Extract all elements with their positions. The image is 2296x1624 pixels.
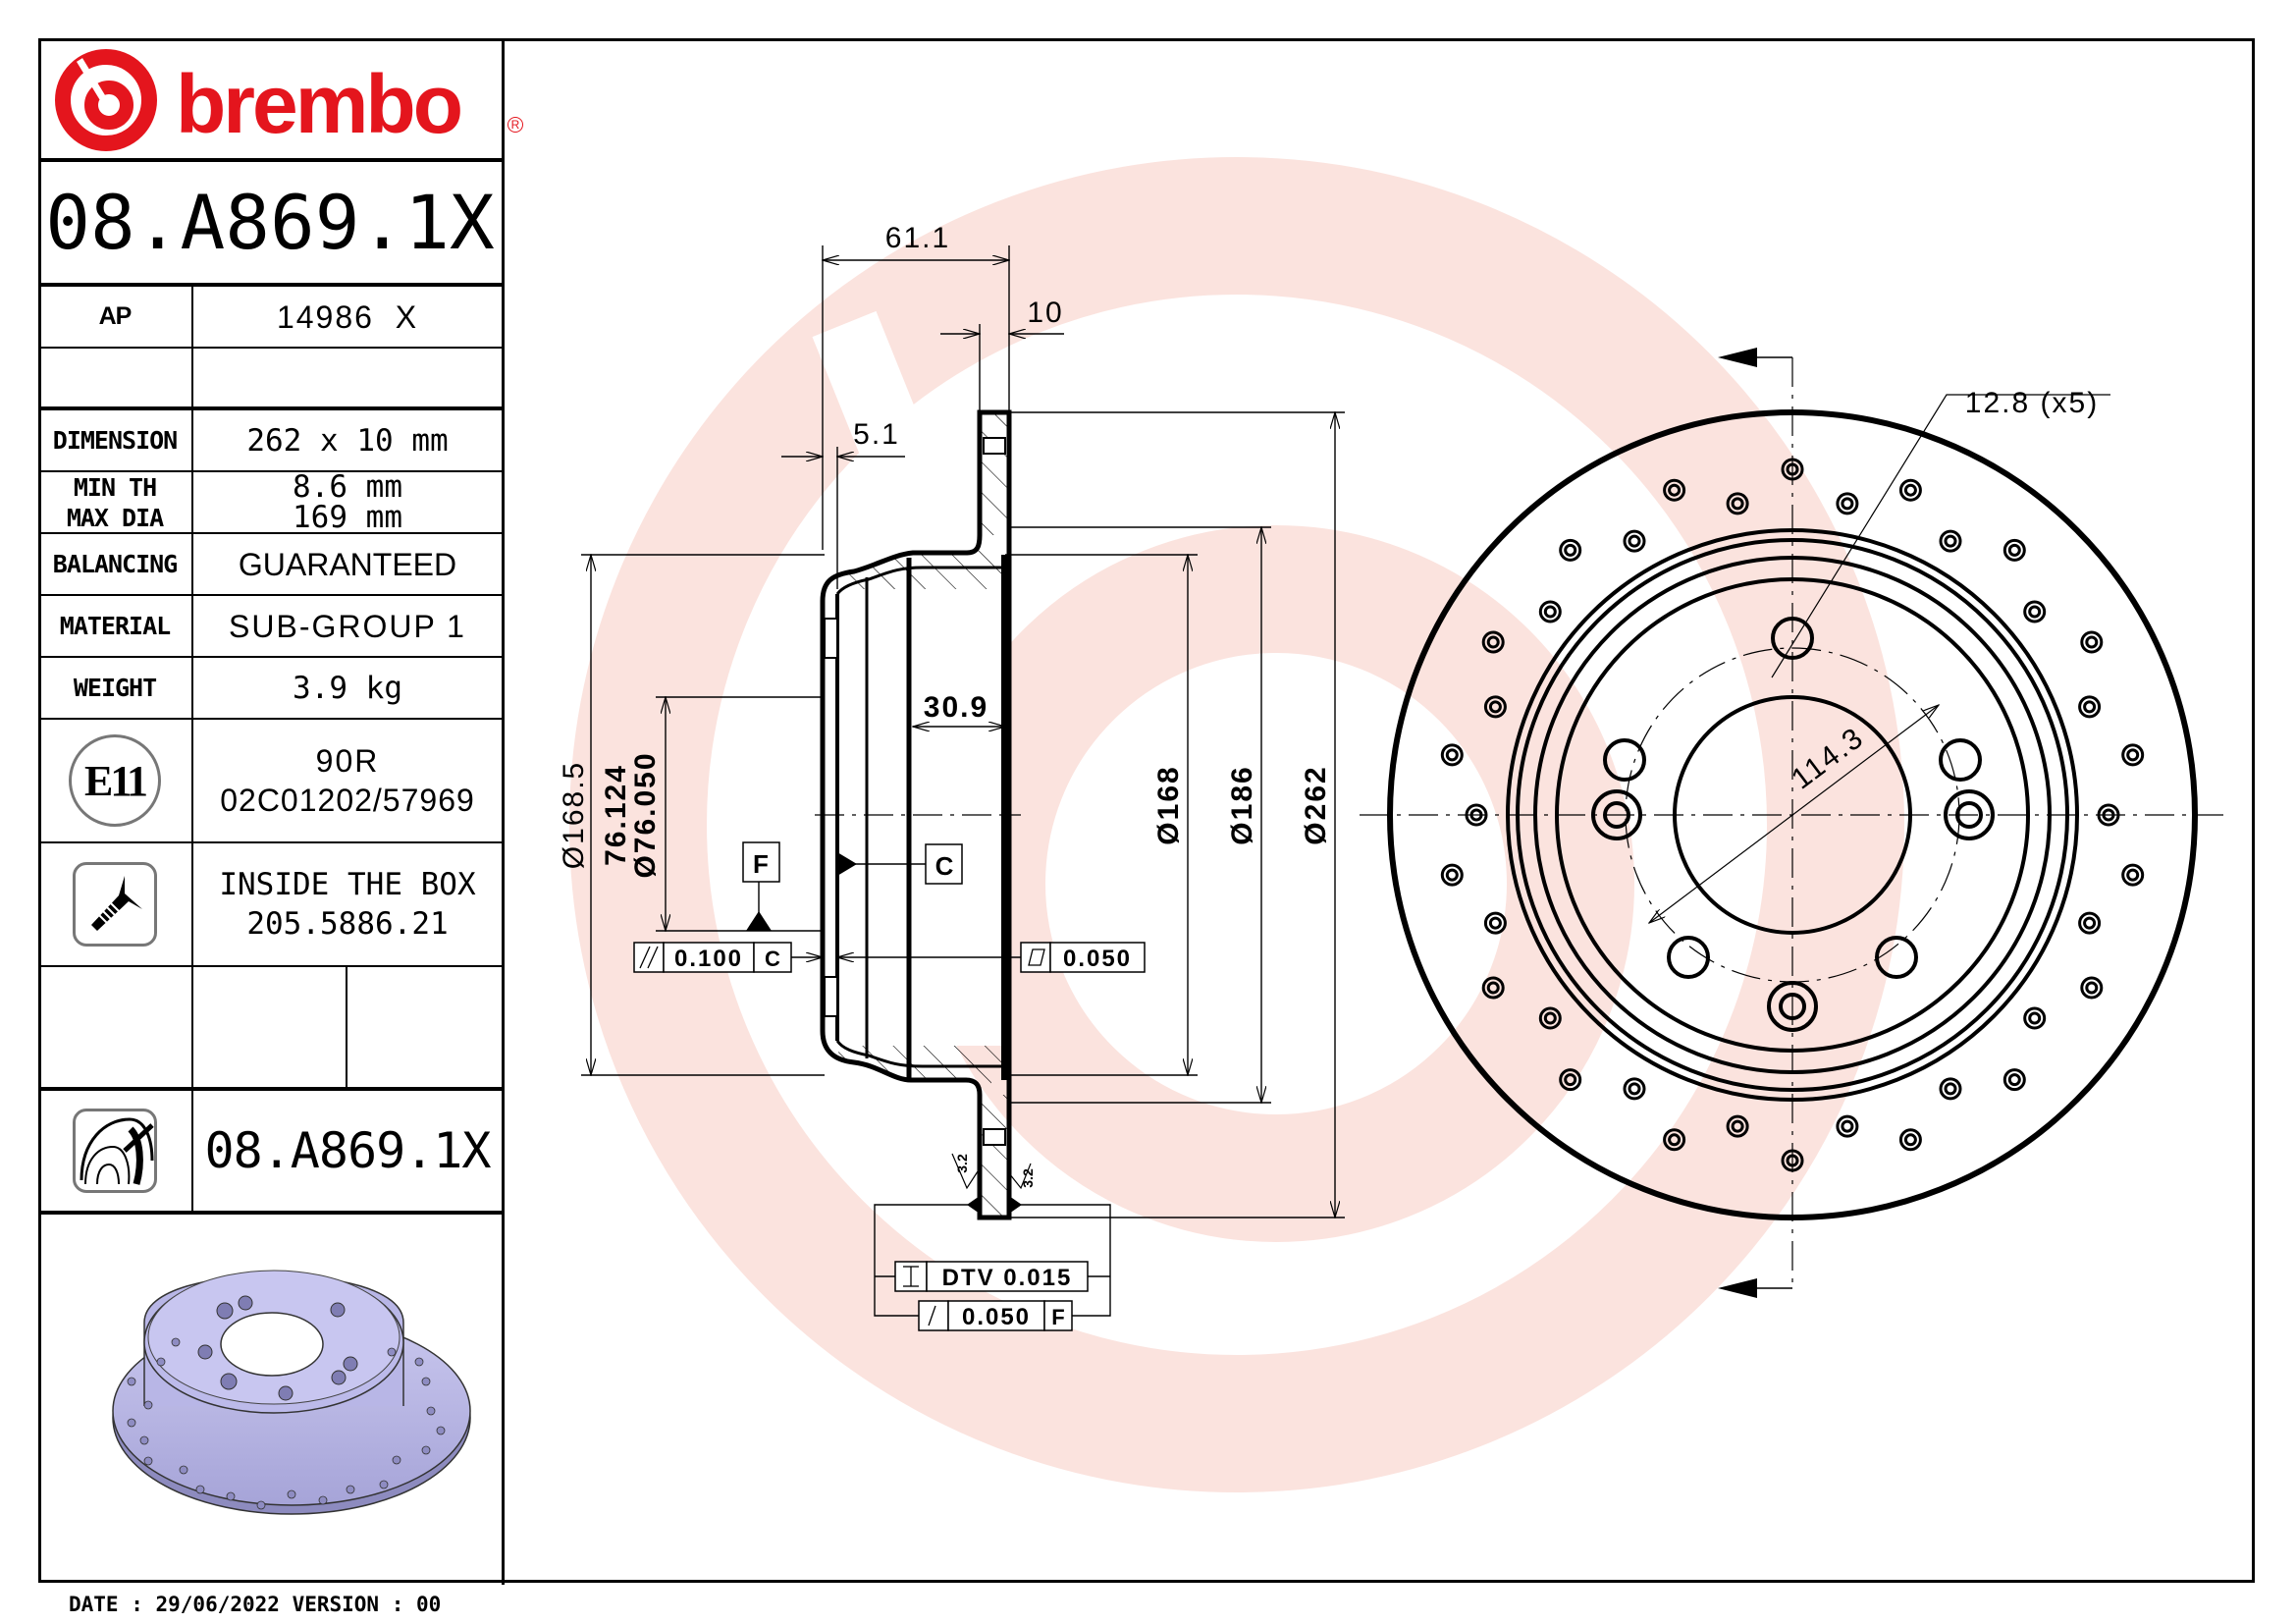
spec-row-inside-box: INSIDE THE BOX 205.5886.21 [38,843,502,967]
tol-runout-datum: F [1051,1305,1064,1329]
homologation-number: 02C01202/57969 [220,783,475,818]
kit-icon-cell [38,1091,193,1211]
inside-box-values: INSIDE THE BOX 205.5886.21 [193,843,502,965]
empty-cell-2 [193,967,347,1087]
spec-row-min-max: MIN TH MAX DIA 8.6 mm 169 mm [38,468,502,535]
spec-row-balancing: BALANCING GUARANTEED [38,534,502,596]
tol-dtv-value: DTV 0.015 [942,1265,1073,1291]
dim-dia-186: Ø186 [1226,765,1258,844]
tol-flatness-value: 0.050 [1063,946,1132,972]
spec-row-blank [38,349,502,410]
product-render [38,1215,502,1585]
e11-icon: E11 [69,734,161,827]
min-th-value: 8.6 mm [293,468,402,505]
homologation-code: 90R [315,743,380,779]
footer-date-version: DATE : 29/06/2022 VERSION : 00 [69,1593,442,1616]
weight-value: 3.9 kg [293,670,402,706]
disc-3d-render [112,1270,471,1515]
min-max-labels: MIN TH MAX DIA [38,472,193,532]
dim-dia-76-050: Ø76.050 [629,751,662,878]
material-label: MATERIAL [38,596,193,656]
part-number-row: 08.A869.1X [38,162,502,287]
tol-runout-value: 0.050 [962,1304,1031,1330]
drawing-frame [38,38,2255,1583]
drilled-holes [1440,458,2145,1172]
dimension-label: DIMENSION [38,410,193,470]
blank-label [38,349,193,406]
title-block: brembo R 08.A869.1X AP 14986 X DIMENSION… [38,38,523,1585]
inside-box-label: INSIDE THE BOX [219,867,476,902]
material-value: SUB-GROUP 1 [229,608,466,644]
max-dia-label: MAX DIA [66,503,164,532]
e11-cell: E11 [38,720,193,841]
min-max-values: 8.6 mm 169 mm [193,468,502,535]
ap-value: 14986 X [276,298,419,335]
dimension-value: 262 x 10 mm [246,422,449,459]
inside-box-part: 205.5886.21 [246,906,449,942]
brand-name: brembo [176,58,463,150]
screw-icon [73,862,157,947]
empty-cell-1 [38,967,193,1087]
dim-hat-wall: 5.1 [853,418,900,451]
ap-label: AP [38,287,193,347]
spec-row-material: MATERIAL SUB-GROUP 1 [38,596,502,658]
part-number: 08.A869.1X [45,179,495,266]
tol-parallelism-datum: C [765,947,780,971]
dim-hat-depth: 30.9 [924,691,988,724]
spec-row-kit: 08.A869.1X [38,1091,502,1215]
homologation-values: 90R 02C01202/57969 [193,720,502,841]
spec-row-ap: AP 14986 X [38,287,502,349]
spec-row-homologation: E11 90R 02C01202/57969 [38,720,502,843]
min-th-label: MIN TH [73,472,157,502]
front-view [1360,356,2228,1289]
registered-mark: R [507,117,523,133]
datum-c-label: C [935,851,954,881]
tol-parallelism-value: 0.100 [674,946,743,972]
roughness-2: 3.2 [1020,1168,1036,1188]
dim-bolt-hole: 12.8 (x5) [1965,387,2099,419]
section-dimension-lines [581,245,1345,1317]
balancing-label: BALANCING [38,534,193,594]
blank-value [193,349,502,406]
spec-row-dimension: DIMENSION 262 x 10 mm [38,410,502,472]
datum-f-triangle [746,911,772,931]
dim-dia-262: Ø262 [1300,765,1332,844]
spec-row-weight: WEIGHT 3.9 kg [38,658,502,720]
balancing-value: GUARANTEED [238,546,457,582]
logo-row: brembo R [38,38,523,162]
tolerance-frames [633,942,1146,1331]
weight-label: WEIGHT [38,658,193,718]
render-drill-holes [127,1337,446,1510]
screw-cell [38,843,193,965]
datum-f-label: F [753,849,769,879]
spec-row-empty [38,967,502,1091]
roughness-1: 3.2 [954,1154,970,1173]
kit-part-number: 08.A869.1X [204,1122,491,1179]
disc-icon [73,1109,157,1193]
datum-c-triangle [837,852,857,876]
dim-thickness: 10 [1027,297,1063,329]
dim-overall-height: 61.1 [885,222,950,254]
cross-section-view [815,409,1021,1220]
brembo-logo-icon [55,49,157,151]
dim-dia-168-5: Ø168.5 [558,761,590,869]
dim-dia-76-124: 76.124 [600,764,632,866]
max-dia-value: 169 mm [293,499,402,535]
dim-dia-168: Ø168 [1152,765,1185,844]
